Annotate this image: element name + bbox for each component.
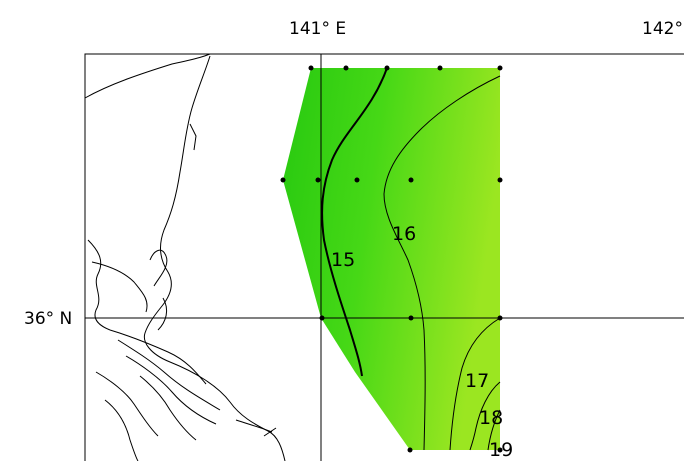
- station-point: [497, 65, 503, 71]
- station-point: [354, 177, 360, 183]
- station-point: [343, 65, 349, 71]
- station-point: [437, 65, 443, 71]
- coastline: [84, 53, 286, 461]
- temperature-field: [283, 68, 500, 450]
- contour-line-17: [449, 317, 501, 451]
- longitude-label-142: 142°: [642, 19, 683, 39]
- station-point: [408, 177, 414, 183]
- station-point: [497, 447, 503, 453]
- contour-line-19: [487, 409, 501, 451]
- contour-line-15: [321, 67, 388, 377]
- station-point: [280, 177, 286, 183]
- station-point: [384, 65, 390, 71]
- station-point: [407, 447, 413, 453]
- station-point: [497, 315, 503, 321]
- contour-label-19: 19: [489, 439, 513, 461]
- longitude-label-141: 141° E: [289, 19, 346, 39]
- contour-label-17: 17: [465, 370, 489, 392]
- station-point: [408, 315, 414, 321]
- station-point: [319, 315, 325, 321]
- contour-label-16: 16: [392, 223, 416, 245]
- contour-label-15: 15: [331, 249, 355, 271]
- contour-label-18: 18: [479, 407, 503, 429]
- station-point: [497, 177, 503, 183]
- contour-line-16: [383, 75, 501, 451]
- observation-stations: [280, 65, 503, 453]
- latitude-label-36: 36° N: [24, 309, 72, 329]
- contour-line-18: [469, 381, 501, 451]
- station-point: [308, 65, 314, 71]
- station-point: [315, 177, 321, 183]
- map-frame: [84, 53, 684, 461]
